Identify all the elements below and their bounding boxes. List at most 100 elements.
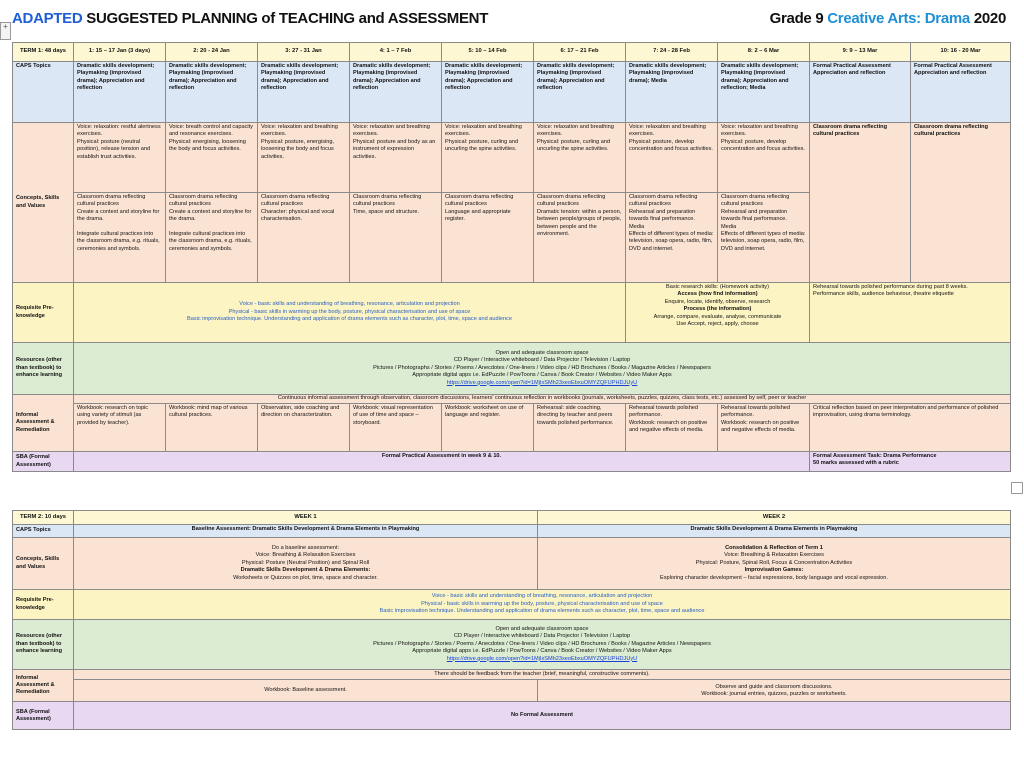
informal-cell: Observe and guide and classroom discussi… [537,679,1011,703]
concept-cell: Voice: relaxation: restful alertness exe… [73,122,166,193]
resources-row: Resources (other than textbook) to enhan… [12,619,1011,670]
prereq-line: Process (the information) [683,306,752,313]
informal-cell: Workbook: research on topic using variet… [73,403,166,452]
resource-link[interactable]: https://drive.google.com/open?id=1MjIxSM… [446,655,638,662]
concept-cell: Classroom drama reflecting cultural prac… [349,192,442,283]
week-header: 9: 9 – 13 Mar [809,42,911,62]
prereq-line: Basic research skills: (Homework activit… [666,284,769,290]
informal-cell: Observation, side coaching and direction… [257,403,350,452]
caps-cell: Dramatic skills development; Playmaking … [73,61,166,123]
week-header: 8: 2 – 6 Mar [717,42,810,62]
prereq-line: Arrange, compare, evaluate, analyse, com… [653,313,782,320]
caps-row: CAPS Topics Baseline Assessment: Dramati… [12,524,1011,538]
term2-header-row: TERM 2: 10 days WEEK 1 WEEK 2 [12,510,1011,525]
concept-line: Exploring character development – facial… [660,574,888,581]
subject-label: Creative Arts: Drama [827,10,970,27]
sba-cell: Formal Assessment Task: Drama Performanc… [809,451,1011,472]
concept-cell: Classroom drama reflecting cultural prac… [257,192,350,283]
week-header: WEEK 1 [73,510,538,525]
resources-cell: Open and adequate classroom space CD Pla… [73,342,1011,395]
sba-row: SBA (Formal Assessment) Formal Practical… [12,451,1011,472]
prereq-line: Physical - basic skills in warming up th… [228,308,471,315]
concepts-bottom-row: Classroom drama reflecting cultural prac… [13,192,1011,283]
prereq-row: Requisite Pre-knowledge Voice - basic sk… [12,282,1011,343]
resource-line: Pictures / Photographs / Stories / Poems… [373,364,711,371]
caps-cell: Baseline Assessment: Dramatic Skills Dev… [73,524,538,538]
caps-cell: Dramatic skills development; Playmaking … [717,61,810,123]
resource-line: Open and adequate classroom space [495,349,589,356]
caps-cell: Formal Practical Assessment Appreciation… [809,61,911,123]
week-header: 1: 15 – 17 Jan (3 days) [73,42,166,62]
row-label: Concepts, Skills and Values [12,122,74,283]
concept-line: Consolidation & Reflection of Term 1 [725,544,823,551]
concept-cell: Consolidation & Reflection of Term 1 Voi… [537,537,1011,590]
caps-cell: Formal Practical Assessment Appreciation… [910,61,1011,123]
document-title: ADAPTED SUGGESTED PLANNING of TEACHING a… [12,10,488,27]
resource-line: Open and adequate classroom space [495,625,589,632]
prereq-cell: Voice - basic skills and understanding o… [73,589,1011,620]
row-label: Requisite Pre-knowledge [12,589,74,620]
informal-banner-row: Informal Assessment & Remediation Contin… [12,394,1011,452]
concepts-top-row: Concepts, Skills and Values Voice: relax… [12,122,1011,283]
table-resize-handle-icon[interactable] [1011,482,1023,494]
concept-cell: Classroom drama reflecting cultural prac… [165,192,258,283]
resource-line: Appropriate digital apps i.e. EdPuzzle /… [412,372,672,379]
concept-line: Physical: Posture, Spinal Roll, Focus & … [695,559,853,566]
concept-cell: Voice: breath control and capacity and r… [165,122,258,193]
sba-row: SBA (Formal Assessment) No Formal Assess… [12,701,1011,731]
week-header: 2: 20 - 24 Jan [165,42,258,62]
row-label: Informal Assessment & Remediation [12,668,74,703]
row-label: Informal Assessment & Remediation [12,394,74,452]
concept-line: Voice: Breathing & Relaxation Exercises [724,552,824,559]
concept-cell: Classroom drama reflecting cultural prac… [441,192,534,283]
grade-subject-title: Grade 9 Creative Arts: Drama 2020 [770,10,1007,27]
row-label: CAPS Topics [12,524,74,538]
week-header: 3: 27 - 31 Jan [257,42,350,62]
concept-cell: Voice: relaxation and breathing exercise… [717,122,810,193]
resources-row: Resources (other than textbook) to enhan… [12,342,1011,395]
week-header: 7: 24 - 28 Feb [625,42,718,62]
concept-line: Physical: Posture (Neutral Position) and… [241,559,370,566]
prereq-line: Basic improvisation technique. Understan… [379,608,705,615]
prereq-row: Requisite Pre-knowledge Voice - basic sk… [12,589,1011,620]
table-move-handle-icon[interactable]: + [0,22,11,40]
week-header: 6: 17 – 21 Feb [533,42,626,62]
prereq-line: Enquire, locate, identify, observe, rese… [664,298,771,305]
prereq-research-cell: Basic research skills: (Homework activit… [625,282,810,343]
resources-cell: Open and adequate classroom space CD Pla… [73,619,1011,670]
row-label: Resources (other than textbook) to enhan… [12,342,74,395]
informal-cell: Workbook: worksheet on use of language a… [441,403,534,452]
caps-cell: Dramatic Skills Development & Drama Elem… [537,524,1011,538]
week-header: WEEK 2 [537,510,1011,525]
caps-cell: Dramatic skills development; Playmaking … [349,61,442,123]
concept-cell: Voice: relaxation and breathing exercise… [441,122,534,193]
resource-line: Pictures / Photographs / Stories / Poems… [373,640,711,647]
sba-cell: Formal Practical Assessment in week 9 & … [73,451,810,472]
resource-link[interactable]: https://drive.google.com/open?id=1MjIxSM… [446,379,638,386]
informal-banner: There should be feedback from the teache… [73,668,1011,681]
prereq-cell: Rehearsal towards polished performance d… [809,282,1011,343]
row-label: Requisite Pre-knowledge [12,282,74,343]
row-label: SBA (Formal Assessment) [12,451,74,472]
caps-cell: Dramatic skills development; Playmaking … [165,61,258,123]
prereq-line: Physical - basic skills in warming up th… [421,600,663,607]
concept-cell: Voice: relaxation and breathing exercise… [349,122,442,193]
informal-cell: Workbook: Baseline assessment. [73,679,538,703]
prereq-line: Access (how find information) [677,291,758,298]
concept-cell: Classroom drama reflecting cultural prac… [625,192,718,283]
informal-cell: Workbook: visual representation of use o… [349,403,442,452]
prereq-line: Basic improvisation technique. Understan… [187,316,512,323]
row-label: CAPS Topics [12,61,74,123]
concept-cell: Classroom drama reflecting cultural prac… [717,192,810,283]
term1-label: TERM 1: 48 days [12,42,74,62]
informal-banner: Continuous informal assessment through o… [73,394,1011,404]
title-text: SUGGESTED PLANNING of TEACHING and ASSES… [82,10,489,27]
caps-cell: Dramatic skills development; Playmaking … [441,61,534,123]
informal-cell: Rehearsal towards polished performance. … [717,403,810,452]
concept-cell: Classroom drama reflecting cultural prac… [910,122,1011,283]
informal-row: Workbook: research on topic using variet… [13,403,1011,452]
row-label: Resources (other than textbook) to enhan… [12,619,74,670]
informal-cell: Critical reflection based on peer interp… [809,403,1011,452]
title-bar: ADAPTED SUGGESTED PLANNING of TEACHING a… [0,0,1024,36]
prereq-cell: Voice - basic skills and understanding o… [73,282,626,343]
